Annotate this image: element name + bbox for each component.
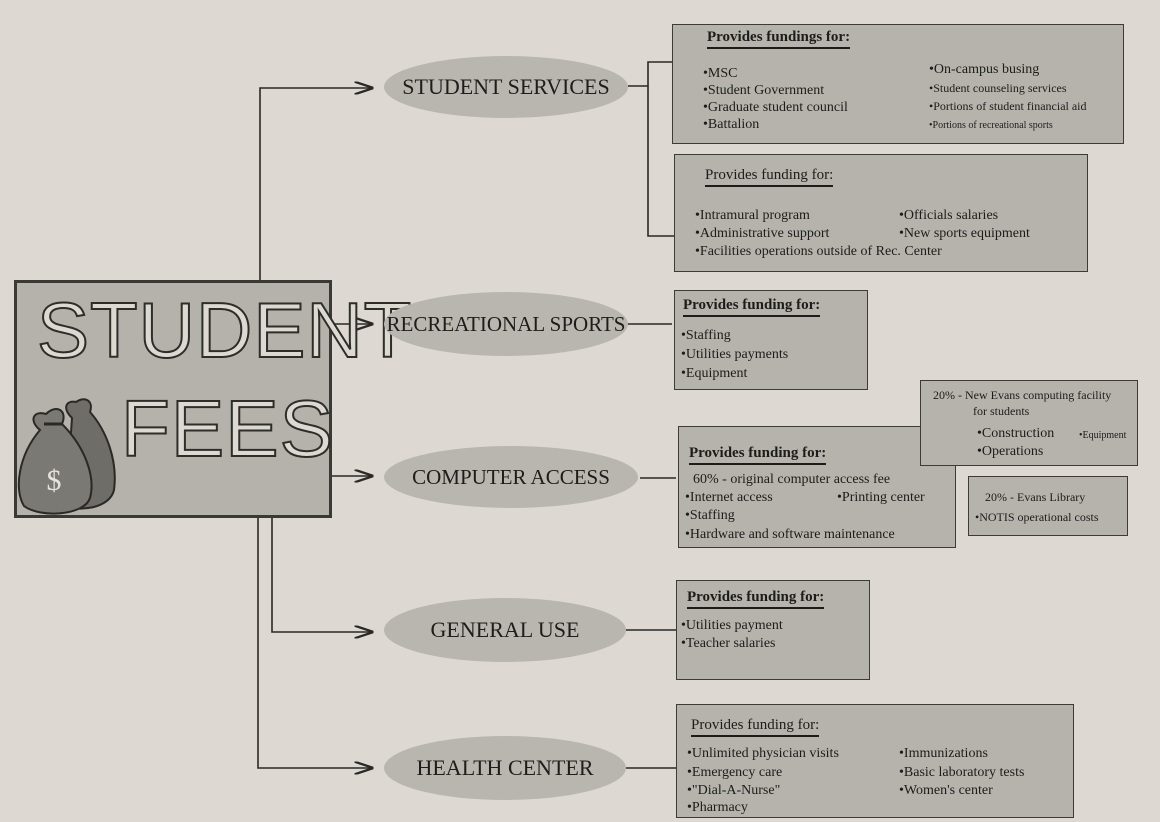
list-item: •Construction [977, 426, 1055, 441]
list-item: •On-campus busing [929, 62, 1040, 77]
percentage-line: 60% - original computer access fee [693, 472, 891, 487]
list-item: •Intramural program [695, 208, 810, 223]
list-item: •Emergency care [687, 765, 783, 780]
evans-library-box: 20% - Evans Library •NOTIS operational c… [968, 476, 1128, 536]
list-item: •Student counseling services [929, 81, 1067, 95]
line-ss-box1 [628, 61, 672, 87]
box-title: 20% - Evans Library [985, 490, 1086, 504]
list-item: •Internet access [685, 490, 773, 505]
box-header: Provides funding for: [691, 717, 820, 737]
box-header: Provides funding for: [687, 589, 825, 609]
list-item: •Equipment [1079, 430, 1127, 441]
box-title: 20% - New Evans computing facility [933, 388, 1112, 402]
list-item: •Utilities payments [681, 347, 789, 362]
list-item: •"Dial-A-Nurse" [687, 783, 781, 798]
money-bag-icon: $ [17, 398, 116, 515]
list-item: •Basic laboratory tests [899, 765, 1025, 780]
oval-student-services: STUDENT SERVICES [384, 56, 628, 118]
list-item: •Operations [977, 444, 1044, 459]
list-item: •Hardware and software maintenance [685, 527, 895, 542]
list-item: •Administrative support [695, 226, 830, 241]
student-services-rec-box: Provides funding for: •Intramural progra… [674, 154, 1088, 272]
branch-label: HEALTH CENTER [416, 755, 594, 780]
box-header: Provides funding for: [683, 297, 821, 317]
student-fees-box: STUDENT FEES [14, 280, 412, 518]
arrow-to-general-use [271, 518, 372, 632]
general-use-box: Provides funding for: •Utilities payment… [676, 580, 870, 680]
list-item: •NOTIS operational costs [975, 510, 1099, 524]
box-header: Provides fundings for: [707, 29, 851, 49]
list-item: •Printing center [837, 490, 925, 505]
dollar-sign-icon: $ [47, 464, 62, 497]
list-item: •MSC [703, 66, 738, 81]
list-item: •Pharmacy [687, 800, 748, 815]
branch-label: COMPUTER ACCESS [412, 464, 610, 489]
list-item: •Officials salaries [899, 208, 999, 223]
list-item: •Women's center [899, 783, 993, 798]
list-item: •Portions of student financial aid [929, 99, 1087, 113]
arrow-to-health-center [257, 518, 372, 768]
list-item: •Utilities payment [681, 618, 783, 633]
list-item: •Immunizations [899, 746, 988, 761]
list-item: •Staffing [681, 328, 731, 343]
list-item: •Battalion [703, 117, 760, 132]
list-item: •Equipment [681, 366, 748, 381]
oval-computer-access: COMPUTER ACCESS [384, 446, 638, 508]
oval-health-center: HEALTH CENTER [384, 736, 626, 800]
computer-access-box: Provides funding for: 60% - original com… [678, 426, 956, 548]
list-item: •Student Government [703, 83, 825, 98]
box-header: Provides funding for: [689, 445, 827, 465]
box-title: for students [973, 404, 1030, 418]
health-center-box: Provides funding for: •Unlimited physici… [676, 704, 1074, 818]
list-item: •Facilities operations outside of Rec. C… [695, 244, 942, 259]
list-item: •Teacher salaries [681, 636, 776, 651]
fee-title-fees: FEES [120, 383, 334, 474]
student-services-box: Provides fundings for: •MSC •Student Gov… [672, 24, 1124, 144]
recreational-sports-box: Provides funding for: •Staffing •Utiliti… [674, 290, 868, 390]
evans-computing-box: 20% - New Evans computing facility for s… [920, 380, 1138, 466]
branch-label: STUDENT SERVICES [402, 74, 610, 99]
branch-label: GENERAL USE [430, 617, 580, 642]
line-ss-box2 [647, 86, 674, 237]
branch-label: RECREATIONAL SPORTS [386, 311, 626, 336]
oval-general-use: GENERAL USE [384, 598, 626, 662]
list-item: •Staffing [685, 508, 735, 523]
list-item: •Graduate student council [703, 100, 848, 115]
list-item: •Portions of recreational sports [929, 120, 1053, 131]
oval-recreational-sports: RECREATIONAL SPORTS [384, 292, 628, 356]
list-item: •Unlimited physician visits [687, 746, 839, 761]
fee-title-student: STUDENT [36, 285, 413, 375]
list-item: •New sports equipment [899, 226, 1030, 241]
box-header: Provides funding for: [705, 167, 834, 187]
arrow-to-student-services [259, 88, 372, 282]
